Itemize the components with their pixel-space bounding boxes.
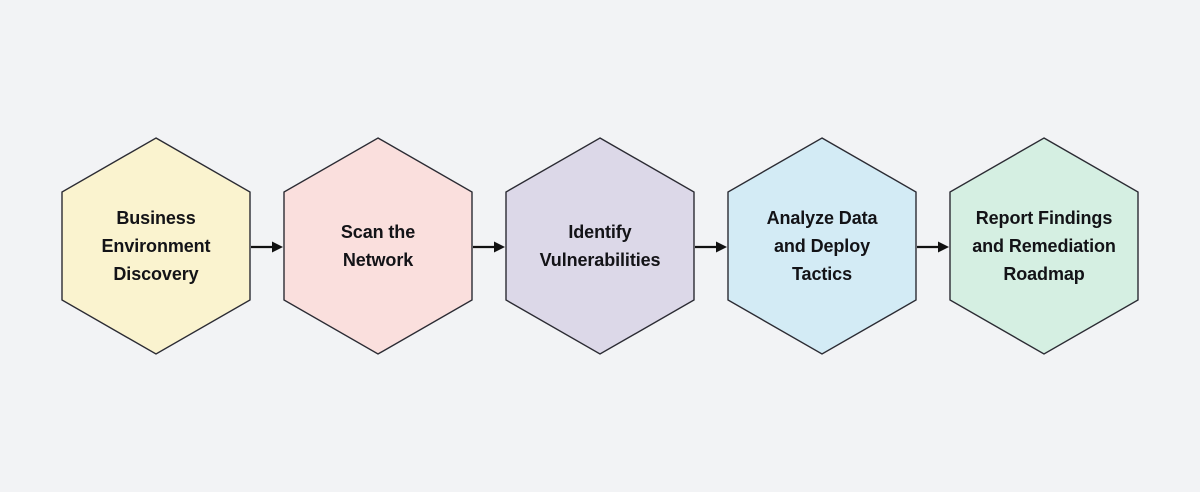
flow-node-label-step-4: Analyze Data and Deploy Tactics <box>766 208 878 284</box>
hexagon-path-1 <box>61 137 251 355</box>
arrow-right-icon <box>695 241 727 253</box>
flow-node-label-step-3: Identify Vulnerabilities <box>539 222 661 270</box>
flow-node-label-step-2: Scan the Network <box>340 222 416 270</box>
hexagon-path-4 <box>727 137 917 355</box>
connector-arrow-3 <box>695 137 727 355</box>
flow-node-label-step-5: Report Findings and Remediation Roadmap <box>972 208 1116 284</box>
flow-node-step-1[interactable]: Business Environment Discovery <box>61 137 251 355</box>
connector-arrow-4 <box>917 137 949 355</box>
hexagon-path-2 <box>283 137 473 355</box>
hexagon-shape-3 <box>505 137 695 355</box>
flow-node-step-3[interactable]: Identify Vulnerabilities <box>505 137 695 355</box>
connector-arrow-1 <box>251 137 283 355</box>
hexagon-shape-5 <box>949 137 1139 355</box>
flow-node-step-2[interactable]: Scan the Network <box>283 137 473 355</box>
hexagon-shape-4 <box>727 137 917 355</box>
flow-node-step-5[interactable]: Report Findings and Remediation Roadmap <box>949 137 1139 355</box>
arrow-right-icon <box>251 241 283 253</box>
arrow-right-icon <box>473 241 505 253</box>
flow-node-step-4[interactable]: Analyze Data and Deploy Tactics <box>727 137 917 355</box>
arrow-right-icon <box>917 241 949 253</box>
hexagon-path-3 <box>505 137 695 355</box>
flow-node-label-step-1: Business Environment Discovery <box>101 208 211 284</box>
connector-arrow-2 <box>473 137 505 355</box>
hexagon-path-5 <box>949 137 1139 355</box>
hexagon-shape-1 <box>61 137 251 355</box>
hexagon-shape-2 <box>283 137 473 355</box>
